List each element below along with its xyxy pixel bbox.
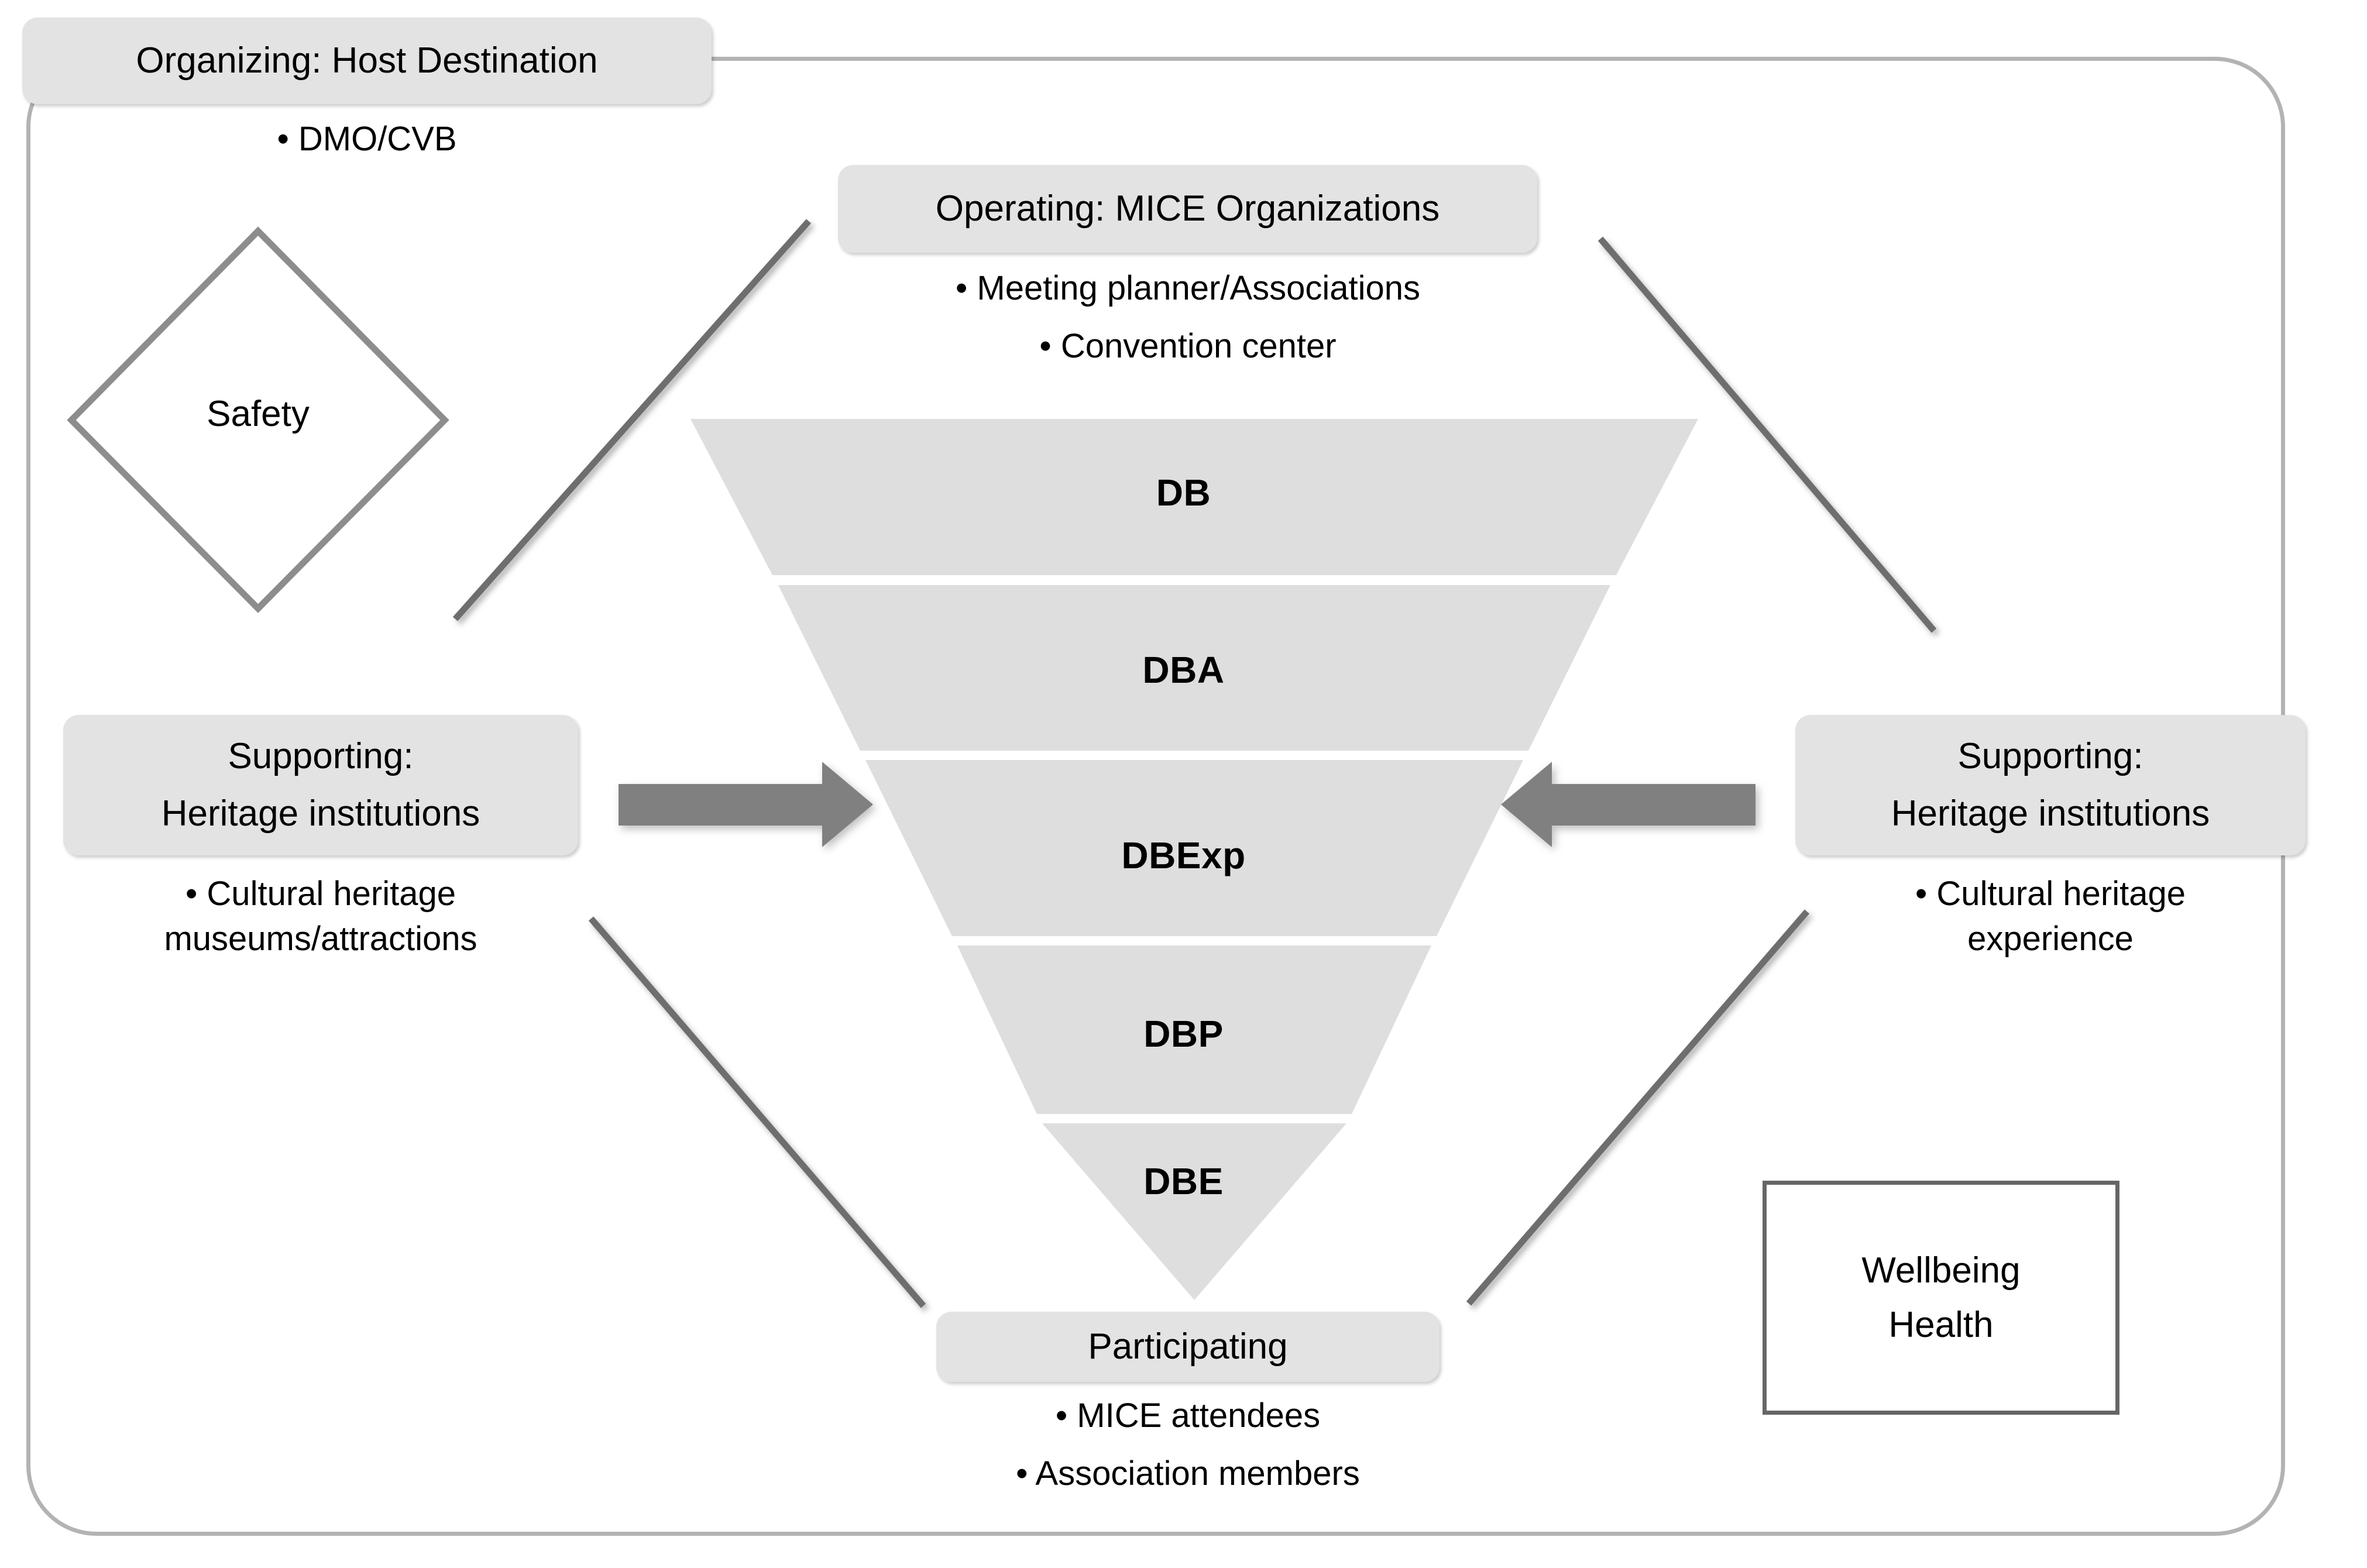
chip-operating-mice-organizations[interactable]: Operating: MICE Organizations — [838, 165, 1537, 253]
bullet-item: • Cultural heritage — [63, 872, 578, 917]
bullet-text: Cultural heritage — [1936, 875, 2186, 913]
chip-supporting-left-line1: Supporting: — [228, 736, 414, 777]
bullets-supporting-left: • Cultural heritage museums/attractions — [63, 872, 578, 961]
funnel-band-2 — [778, 585, 1610, 751]
bullet-glyph: • — [1915, 875, 1928, 913]
bullet-text: Convention center — [1060, 326, 1337, 365]
bullet-item: • MICE attendees — [866, 1394, 1510, 1439]
funnel-label-dba: DBA — [1142, 649, 1225, 691]
funnel-band-5 — [1042, 1123, 1346, 1300]
funnel-label-dbexp: DBExp — [1121, 834, 1246, 876]
left-arrow — [619, 762, 873, 847]
bullet-text: Meeting planner/Associations — [977, 269, 1421, 307]
bullet-text: Cultural heritage — [207, 875, 456, 913]
funnel-label-dbp: DBP — [1143, 1013, 1224, 1055]
funnel-band-3 — [865, 760, 1523, 936]
connector-line-top-left — [452, 219, 812, 621]
bullet-text: DMO/CVB — [298, 120, 457, 158]
inverted-funnel — [690, 419, 1698, 1300]
bullet-item: • Cultural heritage — [1795, 872, 2306, 917]
funnel-label-dbe: DBE — [1143, 1160, 1224, 1202]
chip-participating-title: Participating — [1088, 1326, 1288, 1367]
bullet-glyph: • — [1016, 1454, 1028, 1493]
chip-supporting-left-line2: Heritage institutions — [161, 793, 480, 834]
bullet-item: • Meeting planner/Associations — [802, 266, 1574, 311]
bullet-item: museums/attractions — [63, 917, 578, 962]
chip-supporting-heritage-left[interactable]: Supporting: Heritage institutions — [63, 715, 578, 855]
bullet-glyph: • — [277, 120, 289, 158]
bullet-glyph: • — [1039, 326, 1052, 365]
chip-organizing-host-destination[interactable]: Organizing: Host Destination — [22, 18, 712, 104]
funnel-band-4 — [957, 945, 1431, 1114]
safety-diamond — [67, 226, 449, 613]
chip-supporting-right-line2: Heritage institutions — [1891, 793, 2210, 834]
bullets-operating: • Meeting planner/Associations • Convent… — [802, 266, 1574, 369]
safety-label: Safety — [207, 394, 310, 434]
right-arrow — [1501, 762, 1756, 847]
bullet-glyph: • — [1055, 1397, 1068, 1435]
wellbeing-health-line1: Wellbeing — [1861, 1250, 2021, 1291]
bullet-text: museums/attractions — [164, 919, 477, 958]
wellbeing-health-line2: Health — [1888, 1305, 1994, 1345]
chip-operating-title: Operating: MICE Organizations — [935, 188, 1440, 229]
bullet-item: • Convention center — [802, 324, 1574, 369]
bullet-text: MICE attendees — [1077, 1397, 1321, 1435]
bullets-supporting-right: • Cultural heritage experience — [1795, 872, 2306, 961]
bullet-glyph: • — [955, 269, 968, 307]
funnel-band-1 — [690, 419, 1698, 575]
bullet-glyph: • — [185, 875, 198, 913]
chip-organizing-title: Organizing: Host Destination — [136, 40, 598, 81]
bullets-organizing: • DMO/CVB — [22, 117, 712, 162]
bullet-text: experience — [1967, 919, 2134, 958]
chip-supporting-heritage-right[interactable]: Supporting: Heritage institutions — [1795, 715, 2306, 855]
chip-supporting-right-line1: Supporting: — [1957, 736, 2143, 777]
bullet-item: experience — [1795, 917, 2306, 962]
bullet-item: • Association members — [866, 1452, 1510, 1497]
bullet-item: • DMO/CVB — [22, 117, 712, 162]
connector-line-top-right — [1598, 236, 1937, 633]
bullet-text: Association members — [1035, 1454, 1360, 1493]
wellbeing-health-box: Wellbeing Health — [1763, 1181, 2119, 1415]
bullets-participating: • MICE attendees • Association members — [866, 1394, 1510, 1496]
connector-line-bottom-left — [588, 916, 926, 1308]
connector-line-bottom-right — [1466, 909, 1810, 1306]
chip-participating[interactable]: Participating — [936, 1312, 1440, 1382]
funnel-label-db: DB — [1156, 472, 1211, 514]
